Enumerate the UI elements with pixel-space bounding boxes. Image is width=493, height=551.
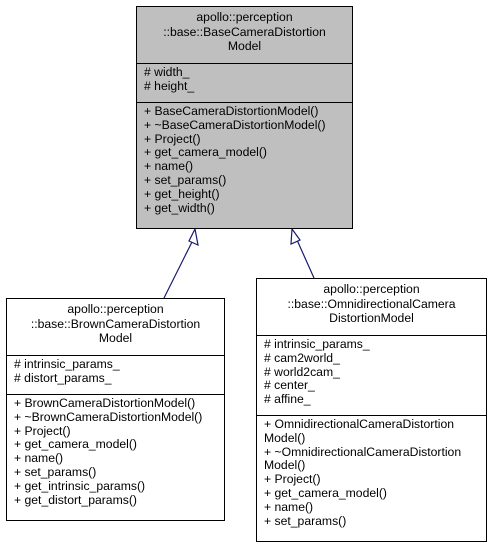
class-title-line: apollo::perception bbox=[67, 302, 164, 316]
method: + name() bbox=[144, 159, 194, 174]
attribute: # center_ bbox=[264, 378, 315, 393]
methods-section: + BrownCameraDistortionModel() + ~BrownC… bbox=[7, 394, 224, 510]
class-title-line: Model bbox=[227, 39, 262, 53]
attribute: # intrinsic_params_ bbox=[264, 337, 370, 351]
class-box-omnidirectional-camera-distortion-model: apollo::perception ::base::Omnidirection… bbox=[256, 278, 487, 542]
method: + set_params() bbox=[14, 464, 97, 479]
attribute: # affine_ bbox=[264, 392, 311, 407]
method: + get_height() bbox=[144, 186, 220, 201]
class-title-line: DistortionModel bbox=[329, 311, 414, 325]
method: + ~BrownCameraDistortionModel() bbox=[14, 409, 203, 424]
attributes-section: # width_ # height_ bbox=[137, 63, 352, 102]
attribute: # world2cam_ bbox=[264, 364, 340, 379]
method: + OmnidirectionalCameraDistortion bbox=[264, 417, 454, 431]
method: + Project() bbox=[14, 423, 71, 438]
method: + Project() bbox=[264, 472, 321, 487]
attribute: # cam2world_ bbox=[264, 350, 340, 365]
method: + name() bbox=[14, 451, 64, 466]
method: + Project() bbox=[144, 131, 201, 146]
method: + BaseCameraDistortionModel() bbox=[144, 104, 319, 118]
method: + set_params() bbox=[144, 172, 227, 187]
attribute: # intrinsic_params_ bbox=[14, 357, 120, 371]
class-box-base-camera-distortion-model: apollo::perception ::base::BaseCameraDis… bbox=[136, 6, 353, 229]
attribute: # distort_params_ bbox=[14, 370, 112, 385]
class-title: apollo::perception ::base::BaseCameraDis… bbox=[137, 7, 352, 63]
method: + set_params() bbox=[264, 513, 347, 528]
edge-omni-to-base bbox=[296, 239, 315, 279]
method: + name() bbox=[264, 499, 314, 514]
method: + get_intrinsic_params() bbox=[14, 478, 146, 493]
method: Model() bbox=[264, 458, 306, 473]
edge-brown-to-base bbox=[163, 239, 194, 299]
arrowhead-omni-to-base bbox=[290, 227, 301, 245]
method: + get_width() bbox=[144, 200, 215, 215]
class-title-line: Model bbox=[98, 331, 133, 345]
method: + get_camera_model() bbox=[264, 485, 387, 500]
attribute: # width_ bbox=[144, 65, 190, 79]
class-title-line: apollo::perception bbox=[323, 282, 420, 296]
method: + BrownCameraDistortionModel() bbox=[14, 396, 196, 410]
class-title-line: apollo::perception bbox=[196, 10, 293, 24]
method: + ~OmnidirectionalCameraDistortion bbox=[264, 444, 462, 459]
attributes-section: # intrinsic_params_ # cam2world_ # world… bbox=[257, 335, 486, 415]
class-box-brown-camera-distortion-model: apollo::perception ::base::BrownCameraDi… bbox=[6, 298, 225, 521]
class-title: apollo::perception ::base::Omnidirection… bbox=[257, 279, 486, 335]
attribute: # height_ bbox=[144, 78, 195, 93]
class-title: apollo::perception ::base::BrownCameraDi… bbox=[7, 299, 224, 355]
arrowhead-brown-to-base bbox=[188, 227, 199, 247]
method: + ~BaseCameraDistortionModel() bbox=[144, 117, 326, 132]
method: + get_camera_model() bbox=[144, 145, 267, 160]
class-title-line: ::base::BrownCameraDistortion bbox=[30, 316, 201, 331]
attributes-section: # intrinsic_params_ # distort_params_ bbox=[7, 355, 224, 394]
methods-section: + OmnidirectionalCameraDistortion Model(… bbox=[257, 415, 486, 531]
method: + get_camera_model() bbox=[14, 437, 137, 452]
method: Model() bbox=[264, 430, 306, 445]
method: + get_distort_params() bbox=[14, 492, 137, 507]
class-title-line: ::base::BaseCameraDistortion bbox=[163, 24, 326, 39]
class-title-line: ::base::OmnidirectionalCamera bbox=[287, 296, 456, 311]
methods-section: + BaseCameraDistortionModel() + ~BaseCam… bbox=[137, 102, 352, 218]
